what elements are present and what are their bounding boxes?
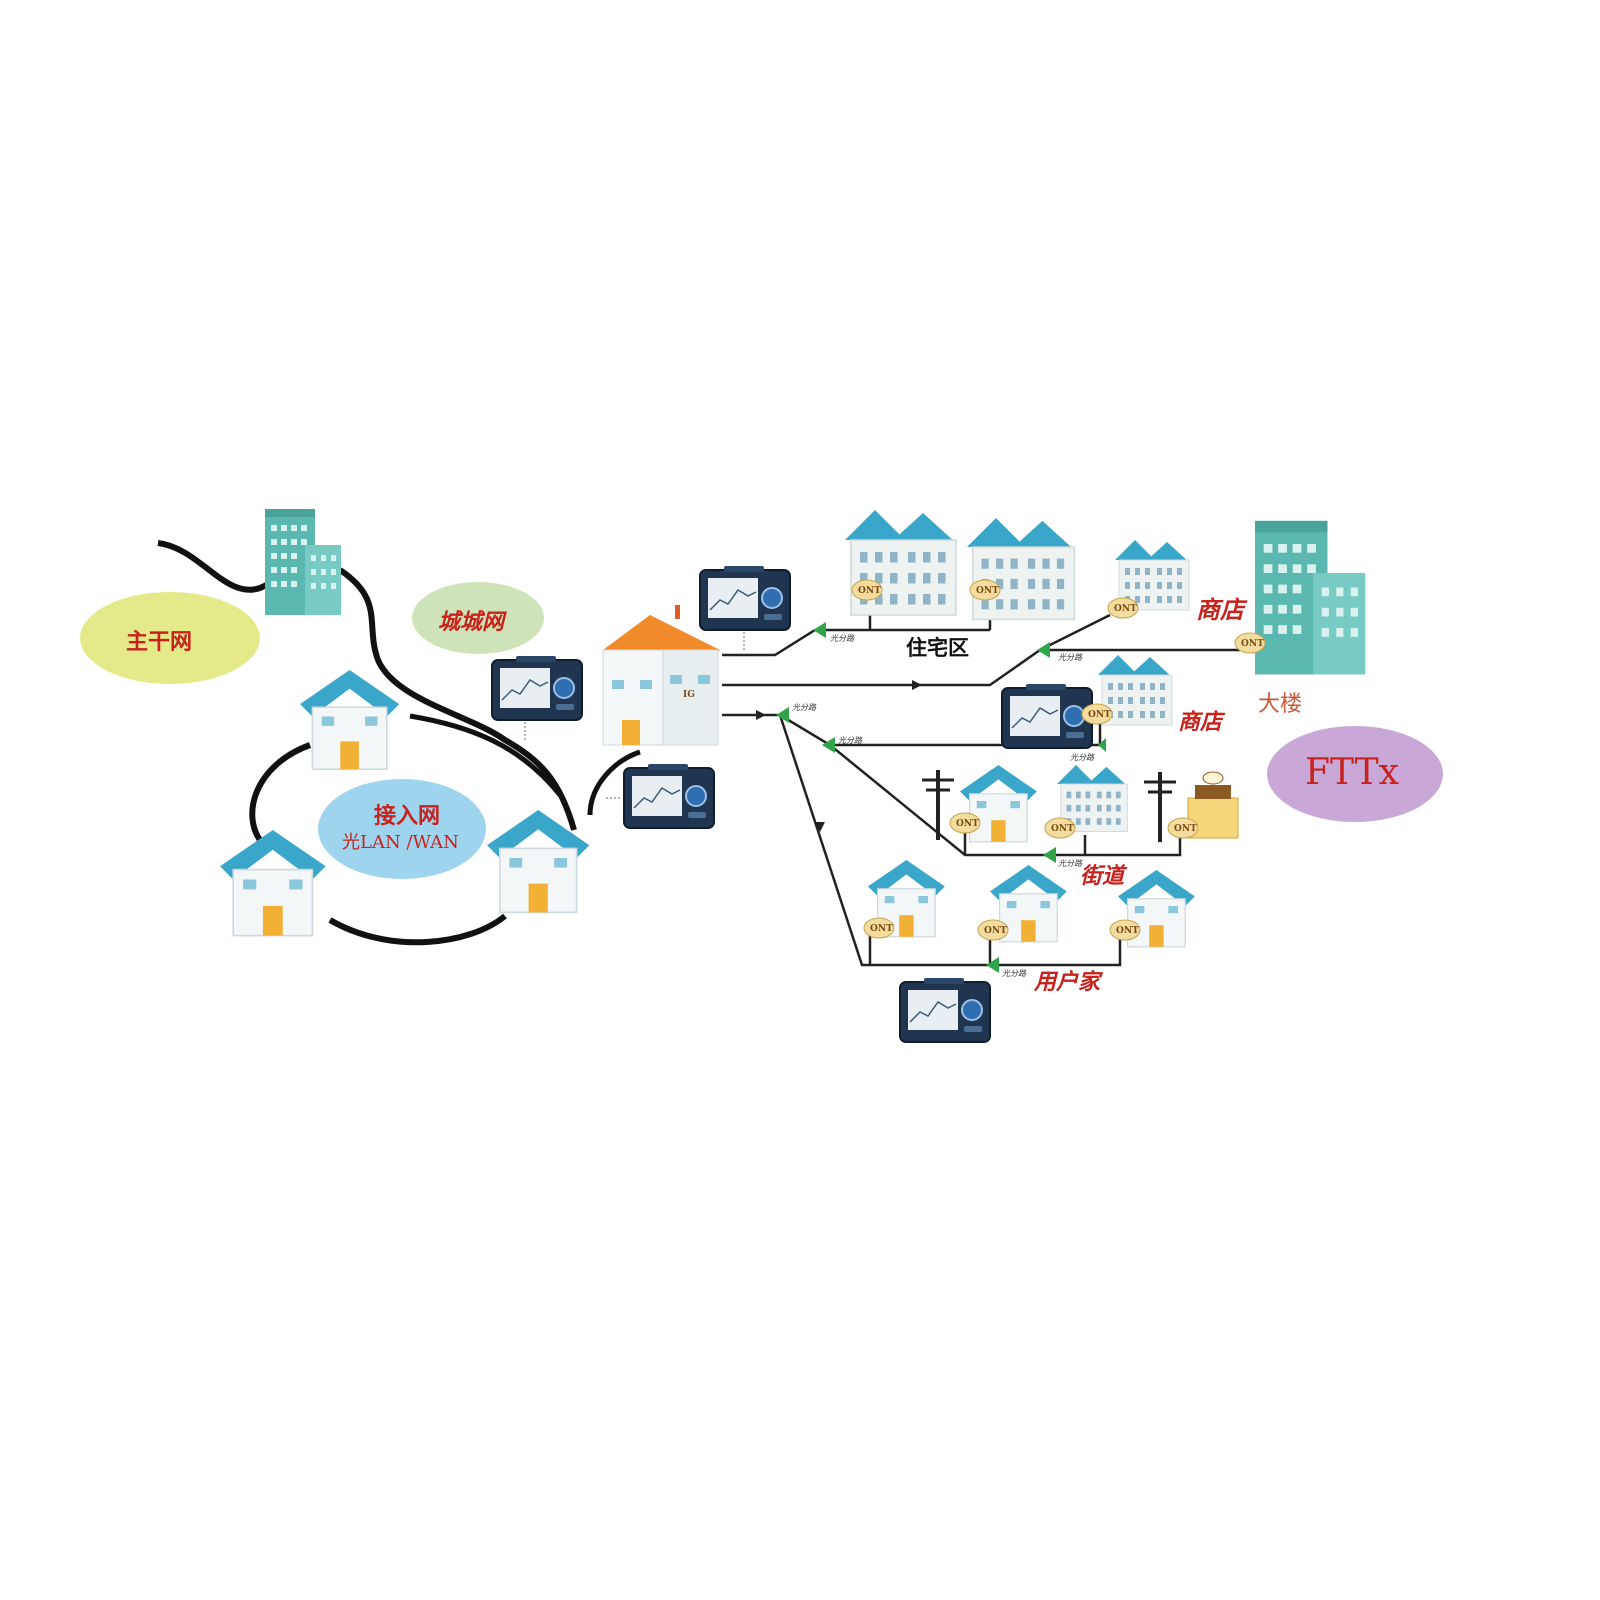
street-label: 街道 — [1080, 863, 1125, 889]
backbone-ellipse — [80, 592, 260, 684]
access-label: 接入网 — [374, 803, 441, 829]
svg-text:ONT: ONT — [976, 586, 999, 596]
svg-text:ONT: ONT — [1088, 710, 1111, 720]
office-building-icon — [265, 509, 341, 615]
svg-text:ONT: ONT — [984, 926, 1007, 936]
house-icon — [299, 669, 400, 770]
otdr-tester-icon — [623, 763, 715, 829]
shop-top-label: 商店 — [1196, 595, 1244, 624]
otdr-tester-icon — [491, 655, 583, 721]
svg-text:ONT: ONT — [1116, 926, 1139, 936]
svg-text:光分路: 光分路 — [838, 736, 863, 745]
residential-label: 住宅区 — [906, 636, 969, 660]
splitter-icon — [776, 622, 1106, 973]
svg-text:ONT: ONT — [1051, 824, 1074, 834]
metro-ellipse — [412, 582, 544, 654]
coffee-shop-icon — [1187, 771, 1239, 839]
metro-fiber-2 — [409, 713, 562, 797]
access-ring-bottom — [328, 913, 507, 946]
access-to-co-fiber — [587, 749, 641, 816]
apartment-icon — [966, 517, 1076, 621]
otdr-tester-icon — [899, 977, 991, 1043]
backbone-label: 主干网 — [126, 629, 193, 655]
svg-text:光分路: 光分路 — [1070, 753, 1095, 762]
splitter-labels: 光分路 光分路 光分路 光分路 光分路 光分路 光分路 — [792, 634, 1095, 978]
fttx-label: FTTx — [1305, 752, 1399, 793]
svg-text:光分路: 光分路 — [792, 703, 817, 712]
svg-text:ONT: ONT — [870, 924, 893, 934]
shop-mid-label: 商店 — [1178, 709, 1223, 735]
svg-text:光分路: 光分路 — [1058, 653, 1083, 662]
svg-text:光分路: 光分路 — [1058, 859, 1083, 868]
house-icon — [219, 829, 327, 937]
otdr-tester-icon — [1001, 683, 1093, 749]
access-ring-left — [249, 742, 312, 845]
metro-fiber — [338, 567, 577, 831]
svg-text:ONT: ONT — [1114, 604, 1137, 614]
utility-pole-icon — [920, 768, 956, 842]
homes-label: 用户家 — [1034, 969, 1101, 995]
access-ellipse — [318, 779, 486, 879]
svg-text:ONT: ONT — [956, 819, 979, 829]
central-office-label: IG — [683, 690, 695, 700]
office-building-icon — [1255, 520, 1366, 675]
otdr-tester-icon — [699, 565, 791, 631]
svg-text:ONT: ONT — [1174, 824, 1197, 834]
svg-text:ONT: ONT — [858, 586, 881, 596]
metro-label: 城城网 — [438, 609, 505, 635]
building-label: 大楼 — [1258, 692, 1303, 717]
access-sub-label: 光LAN /WAN — [342, 832, 459, 853]
ont-badges: ONT ONT ONT ONT ONT ONT ONT ONT ONT ONT … — [851, 579, 1266, 941]
central-office-icon: IG — [602, 605, 720, 746]
svg-text:ONT: ONT — [1241, 639, 1264, 649]
svg-text:光分路: 光分路 — [1002, 969, 1027, 978]
svg-text:光分路: 光分路 — [830, 634, 855, 643]
fttx-ellipse — [1267, 726, 1443, 822]
